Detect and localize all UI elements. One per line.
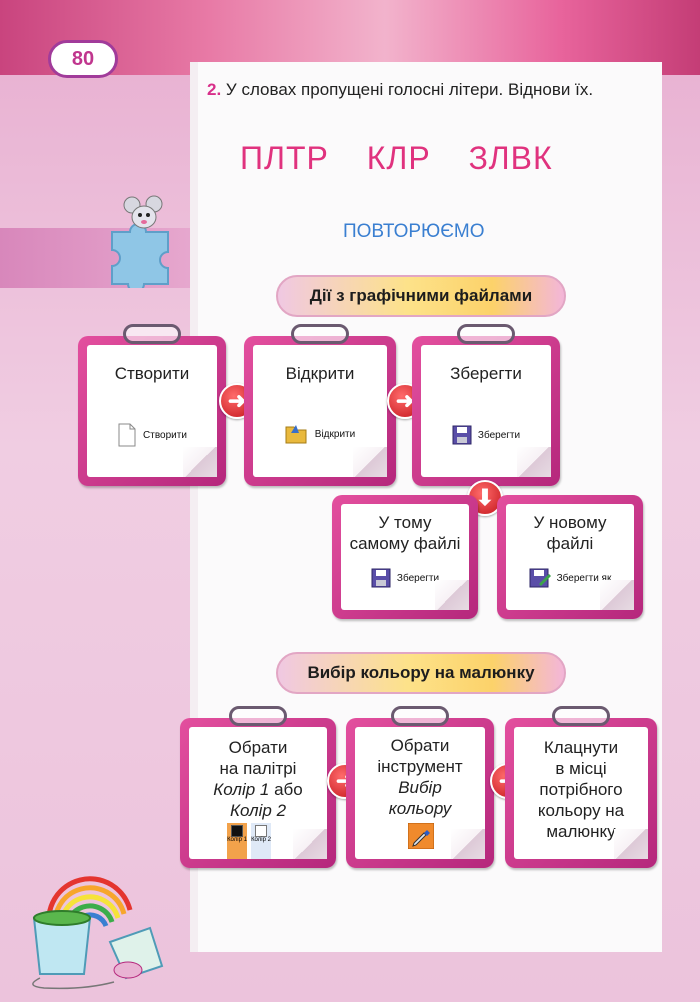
paper-clip	[391, 706, 449, 726]
icon-label: Зберегти	[396, 572, 440, 584]
color-1-swatch: Колір 1	[227, 823, 247, 859]
title-line-1: У тому	[378, 513, 432, 532]
card-create: Створити Створити	[78, 324, 226, 486]
card-title: Відкрити	[285, 364, 355, 383]
card-click-color: Клацнути в місці потрібного кольору на м…	[505, 706, 657, 868]
page-number: 80	[48, 40, 118, 78]
card-title: Зберегти	[450, 364, 522, 383]
line-1: Клацнути	[543, 738, 619, 757]
title-line-2: самому файлі	[349, 534, 461, 553]
line-4: Колір 2	[189, 800, 327, 821]
word-1: ПЛТР	[240, 140, 329, 176]
section-title-color-pick: Вибір кольору на малюнку	[276, 652, 566, 694]
icon-label: Зберегти	[477, 429, 521, 441]
word-3: ЗЛВК	[468, 140, 553, 176]
new-file-icon	[118, 423, 136, 447]
card-same-file: У тому самому файлі Зберегти	[332, 495, 478, 619]
task-text: У словах пропущені голосні літери. Відно…	[225, 80, 594, 99]
line-2: в місці	[555, 759, 607, 778]
line-3: Вибір	[355, 777, 485, 798]
paper-clip	[123, 324, 181, 344]
paper-clip	[552, 706, 610, 726]
title-line-2: файлі	[546, 534, 594, 553]
line-3: Колір 1 або	[189, 779, 327, 800]
sheet-edge	[190, 62, 198, 952]
tool-name-1: Вибір	[398, 778, 442, 797]
line-2: інструмент	[377, 757, 463, 776]
icon-label: Зберегти як	[556, 572, 612, 584]
open-folder-icon	[285, 425, 307, 444]
line-4: кольору на	[537, 801, 625, 820]
eyedropper-icon	[408, 823, 434, 849]
palette-swatches: Колір 1 Колір 2	[227, 823, 271, 859]
card-choose-palette: Обрати на палітрі Колір 1 або Колір 2 Ко…	[180, 706, 336, 868]
or-text: або	[269, 780, 303, 799]
line-2: на палітрі	[219, 759, 297, 778]
line-3: потрібного	[539, 780, 623, 799]
section-title-graphic-files: Дії з графічними файлами	[276, 275, 566, 317]
task-number: 2.	[207, 80, 222, 99]
icon-label: Відкрити	[314, 428, 356, 440]
card-title: Обрати інструмент Вибір кольору	[355, 735, 485, 819]
paint-buckets-illustration	[32, 876, 164, 990]
card-title: Обрати на палітрі Колір 1 або Колір 2	[189, 737, 327, 821]
save-as-icon	[529, 568, 551, 588]
mouse-mascot-icon	[123, 195, 163, 229]
task-2: 2. У словах пропущені голосні літери. Ві…	[207, 78, 647, 101]
swatch-label: Колір 1	[227, 837, 247, 843]
line-5: малюнку	[546, 822, 616, 841]
line-1: Обрати	[390, 736, 450, 755]
card-title: У тому самому файлі	[341, 512, 469, 554]
floppy-disk-icon	[371, 568, 391, 588]
paper-clip	[291, 324, 349, 344]
icon-label: Створити	[143, 429, 187, 441]
card-new-file: У новому файлі Зберегти як	[497, 495, 643, 619]
card-open: Відкрити Відкрити	[244, 324, 396, 486]
card-choose-tool: Обрати інструмент Вибір кольору	[346, 706, 494, 868]
card-title: У новому файлі	[506, 512, 634, 554]
tool-name-2: кольору	[388, 799, 452, 818]
color-2-text: Колір 2	[229, 801, 287, 820]
color-1-text: Колір 1	[213, 780, 270, 799]
card-title: Клацнути в місці потрібного кольору на м…	[514, 737, 648, 842]
line-1: Обрати	[228, 738, 288, 757]
word-2: КЛР	[366, 140, 431, 176]
card-save: Зберегти Зберегти	[412, 324, 560, 486]
line-4: кольору	[355, 798, 485, 819]
paper-clip	[229, 706, 287, 726]
repeat-heading: ПОВТОРЮЄМО	[343, 221, 485, 242]
paper-clip	[457, 324, 515, 344]
color-2-swatch: Колір 2	[251, 823, 271, 859]
missing-vowel-words: ПЛТР КЛР ЗЛВК	[240, 140, 553, 177]
floppy-disk-icon	[452, 425, 472, 445]
title-line-1: У новому	[533, 513, 607, 532]
swatch-label: Колір 2	[251, 837, 271, 843]
card-title: Створити	[114, 364, 190, 383]
